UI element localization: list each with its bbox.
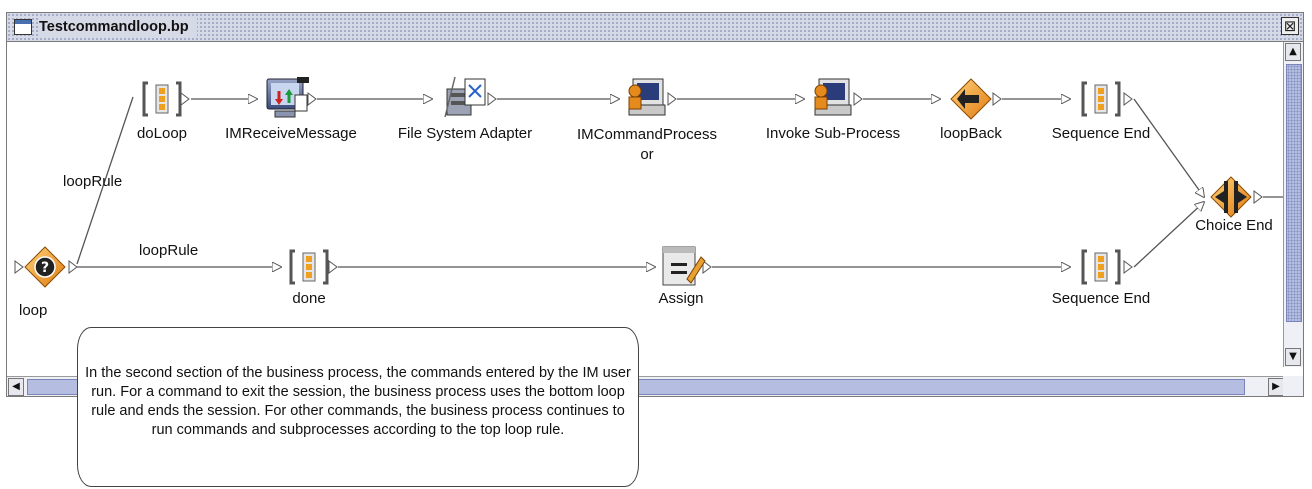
im-command-processor-icon[interactable] bbox=[628, 78, 666, 116]
choice-end-icon[interactable] bbox=[1210, 176, 1252, 218]
invoke-sub-process-icon[interactable] bbox=[814, 78, 852, 116]
edge-label-looprule-bottom: loopRule bbox=[139, 242, 199, 259]
edge-seqend2-choiceend bbox=[1133, 202, 1204, 268]
scroll-down-button[interactable]: ▼ bbox=[1285, 348, 1301, 366]
window-icon bbox=[14, 19, 32, 35]
sequence-start-icon[interactable] bbox=[142, 81, 182, 117]
node-label-loopback: loopBack bbox=[940, 125, 1002, 142]
im-receive-message-icon[interactable] bbox=[266, 77, 309, 118]
vertical-scroll-thumb[interactable] bbox=[1286, 64, 1302, 322]
flow-diagram: ? bbox=[14, 76, 1285, 288]
scroll-right-button[interactable]: ▶ bbox=[1268, 378, 1284, 396]
done-sequence-icon[interactable] bbox=[289, 249, 329, 285]
title-bar[interactable]: Testcommandloop.bp ⊠ bbox=[7, 13, 1303, 42]
assign-icon[interactable] bbox=[662, 246, 706, 286]
callout-text: In the second section of the business pr… bbox=[85, 365, 631, 438]
loop-back-icon[interactable] bbox=[950, 78, 992, 120]
sequence-end-icon[interactable] bbox=[1081, 81, 1121, 117]
close-button[interactable]: ⊠ bbox=[1281, 17, 1299, 35]
process-canvas[interactable]: ? bbox=[7, 42, 1285, 367]
node-label-done: done bbox=[292, 290, 326, 307]
node-label-imreceivemessage: IMReceiveMessage bbox=[225, 125, 357, 142]
sequence-end-bottom-icon[interactable] bbox=[1081, 249, 1121, 285]
node-label-file-system-adapter: File System Adapter bbox=[397, 125, 533, 142]
edge-label-looprule-top: loopRule bbox=[63, 173, 123, 190]
node-label-loop: loop bbox=[19, 302, 48, 319]
port-triangles bbox=[14, 92, 1263, 274]
choice-start-icon[interactable]: ? bbox=[24, 246, 66, 288]
window-title: Testcommandloop.bp bbox=[39, 17, 197, 37]
svg-text:?: ? bbox=[41, 260, 49, 276]
node-label-doloop: doLoop bbox=[136, 125, 188, 142]
explanation-callout: In the second section of the business pr… bbox=[77, 327, 639, 487]
node-label-sequence-end-bottom: Sequence End bbox=[1051, 290, 1151, 307]
scroll-corner bbox=[1283, 376, 1303, 396]
node-label-choice-end: Choice End bbox=[1195, 217, 1273, 234]
scroll-up-button[interactable]: ▲ bbox=[1285, 43, 1301, 61]
node-label-invoke-sub-process: Invoke Sub-Process bbox=[765, 125, 901, 142]
node-label-sequence-end-top: Sequence End bbox=[1051, 125, 1151, 142]
vertical-scrollbar[interactable]: ▲ ▼ bbox=[1283, 42, 1303, 367]
scroll-left-button[interactable]: ◀ bbox=[8, 378, 24, 396]
edge-loop-doloop bbox=[76, 96, 134, 265]
edge-seqend1-choiceend bbox=[1133, 98, 1204, 197]
node-label-assign: Assign bbox=[658, 290, 704, 307]
node-label-imcommandprocessor: IMCommandProcess or bbox=[576, 126, 718, 163]
file-system-adapter-icon[interactable] bbox=[444, 76, 486, 118]
connectors bbox=[76, 96, 1285, 268]
